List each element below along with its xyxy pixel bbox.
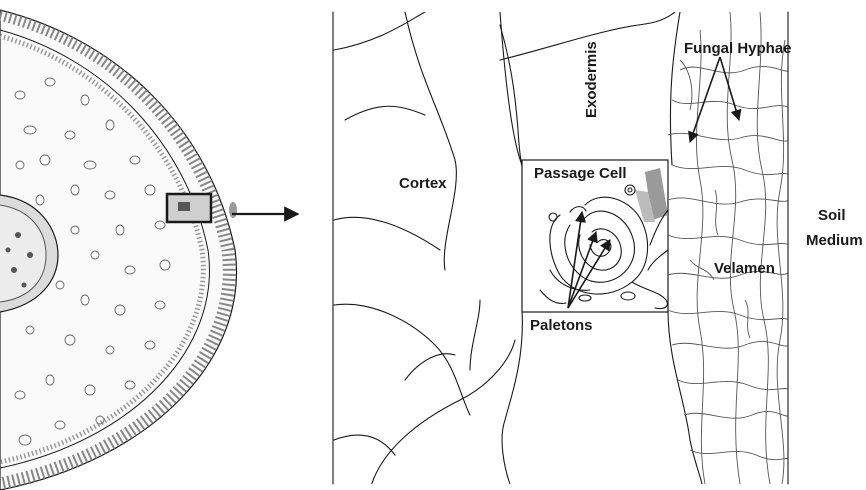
label-passage-cell: Passage Cell <box>534 165 627 182</box>
label-medium: Medium <box>806 232 863 249</box>
label-paletons: Paletons <box>530 317 593 334</box>
label-fungal-hyphae: Fungal Hyphae <box>684 40 792 57</box>
fungal-hyphae-net <box>668 12 790 484</box>
label-cortex: Cortex <box>399 175 447 192</box>
label-exodermis: Exodermis <box>583 41 600 118</box>
detail-panel <box>333 12 790 490</box>
label-soil: Soil <box>818 207 846 224</box>
root-cross-section <box>0 10 237 490</box>
hypha-blob <box>229 202 237 218</box>
label-velamen: Velamen <box>714 260 775 277</box>
